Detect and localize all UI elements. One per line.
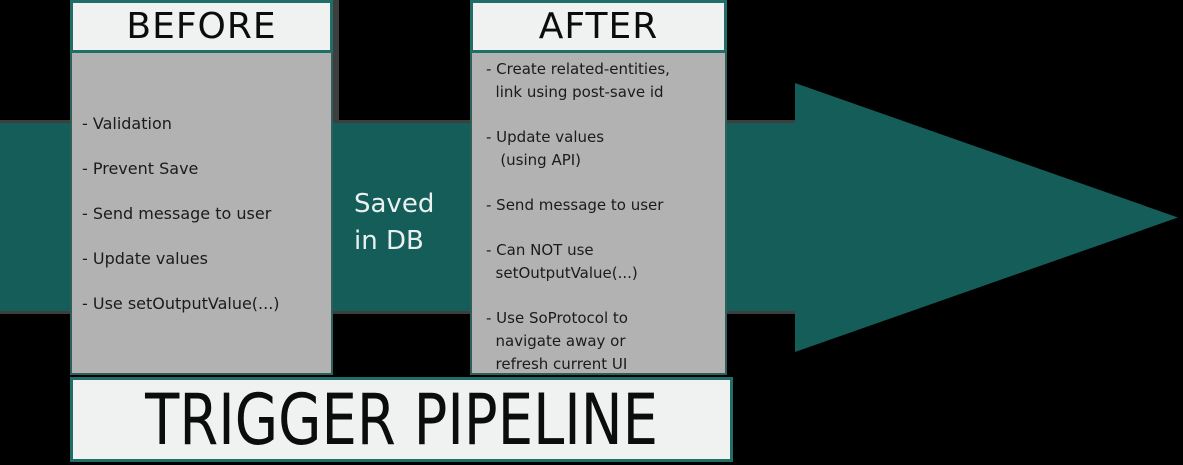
panel-item: - Create related-entities, link using po… bbox=[486, 60, 670, 101]
panel-item: - Use setOutputValue(...) bbox=[82, 294, 280, 313]
panel-item: - Validation bbox=[82, 114, 172, 133]
before-panel-body: - Validation - Prevent Save - Send message… bbox=[70, 53, 333, 375]
panel-item: - Send message to user bbox=[486, 196, 664, 214]
after-panel-title: AFTER bbox=[470, 0, 727, 53]
trigger-pipeline-banner: TRIGGER PIPELINE bbox=[70, 377, 733, 462]
panel-item: - Send message to user bbox=[82, 204, 272, 223]
trigger-pipeline-banner-text: TRIGGER PIPELINE bbox=[145, 378, 658, 461]
before-panel: BEFORE - Validation - Prevent Save - Send … bbox=[70, 0, 339, 375]
panel-item: - Prevent Save bbox=[82, 159, 199, 178]
before-panel-title: BEFORE bbox=[70, 0, 333, 53]
panel-item: - Update values (using API) bbox=[486, 128, 605, 169]
panel-item: - Use SoProtocol to navigate away or ref… bbox=[486, 309, 628, 373]
after-panel: AFTER - Create related-entities, link us… bbox=[470, 0, 727, 375]
arrow-head bbox=[795, 83, 1178, 352]
saved-in-db-label: Saved in DB bbox=[354, 189, 435, 256]
panel-item: - Update values bbox=[82, 249, 208, 268]
after-panel-body: - Create related-entities, link using po… bbox=[470, 53, 727, 375]
panel-item: - Can NOT use setOutputValue(...) bbox=[486, 241, 638, 282]
